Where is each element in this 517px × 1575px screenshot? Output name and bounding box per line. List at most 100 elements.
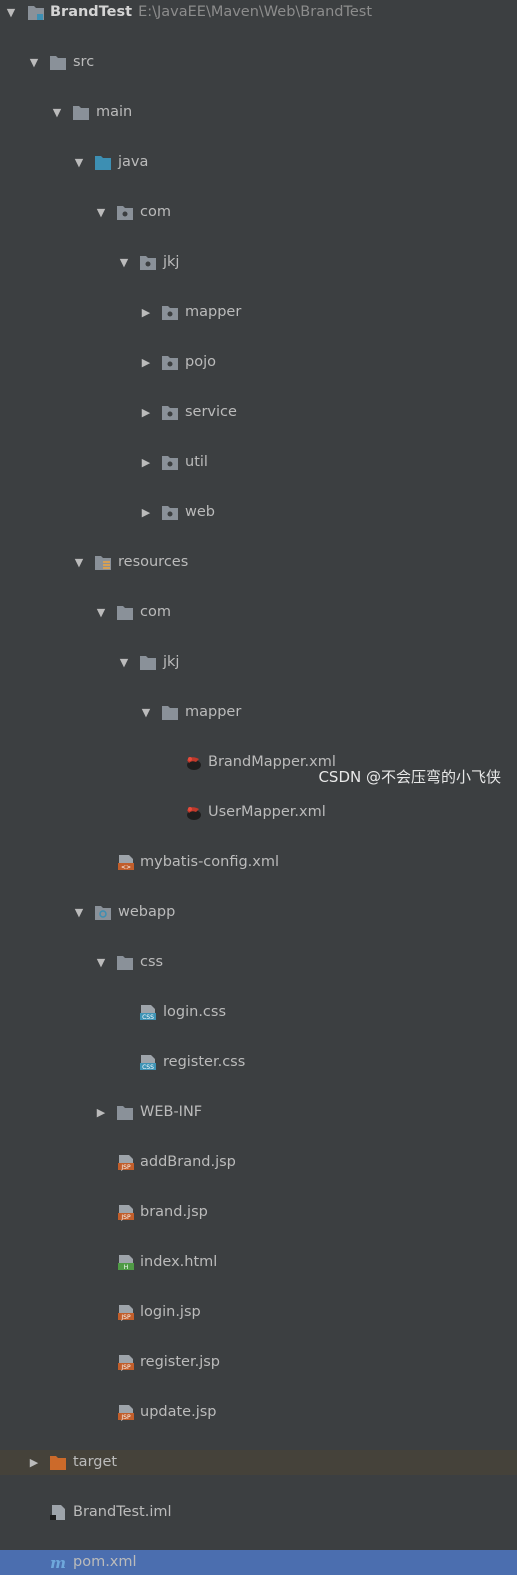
chevron-right-icon[interactable]: ▶ — [29, 1456, 39, 1469]
tree-node-java[interactable]: ▼ java — [0, 150, 517, 175]
css-file-icon: CSS — [140, 1055, 156, 1071]
tree-label: resources — [118, 554, 189, 570]
package-icon — [162, 306, 178, 320]
tree-node-main[interactable]: ▼ main — [0, 100, 517, 125]
tree-node-service[interactable]: ▶ service — [0, 400, 517, 425]
tree-label: register.jsp — [140, 1354, 220, 1370]
package-icon — [162, 456, 178, 470]
chevron-down-icon[interactable]: ▼ — [74, 906, 84, 919]
module-file-icon — [50, 1505, 65, 1520]
tree-node-pojo[interactable]: ▶ pojo — [0, 350, 517, 375]
chevron-right-icon[interactable]: ▶ — [141, 456, 151, 469]
tree-label: target — [73, 1454, 118, 1470]
tree-node-resources-com[interactable]: ▼ com — [0, 600, 517, 625]
tree-label: WEB-INF — [140, 1104, 203, 1120]
folder-icon — [50, 56, 66, 70]
tree-node-pom-xml[interactable]: m pom.xml — [0, 1550, 517, 1575]
tree-node-mybatis-config[interactable]: <> mybatis-config.xml — [0, 850, 517, 875]
source-folder-icon — [95, 156, 111, 170]
svg-text:JSP: JSP — [120, 1314, 131, 1321]
tree-label: BrandTest.iml — [73, 1504, 172, 1520]
tree-node-update-jsp[interactable]: JSP update.jsp — [0, 1400, 517, 1425]
chevron-right-icon[interactable]: ▶ — [141, 356, 151, 369]
chevron-down-icon[interactable]: ▼ — [96, 606, 106, 619]
jsp-file-icon: JSP — [118, 1305, 134, 1321]
chevron-right-icon[interactable]: ▶ — [96, 1106, 106, 1119]
excluded-folder-icon — [50, 1456, 66, 1470]
chevron-right-icon[interactable]: ▶ — [141, 306, 151, 319]
tree-label: com — [140, 604, 171, 620]
chevron-down-icon[interactable]: ▼ — [96, 206, 106, 219]
tree-label: web — [185, 504, 215, 520]
tree-node-brandtest-iml[interactable]: BrandTest.iml — [0, 1500, 517, 1525]
tree-node-usermapper-xml[interactable]: UserMapper.xml — [0, 800, 517, 825]
tree-label: css — [140, 954, 164, 970]
folder-icon — [117, 956, 133, 970]
package-icon — [162, 356, 178, 370]
chevron-down-icon[interactable]: ▼ — [29, 56, 39, 69]
tree-node-login-jsp[interactable]: JSP login.jsp — [0, 1300, 517, 1325]
jsp-file-icon: JSP — [118, 1205, 134, 1221]
module-folder-icon — [28, 6, 44, 20]
tree-node-webapp[interactable]: ▼ webapp — [0, 900, 517, 925]
tree-node-target[interactable]: ▶ target — [0, 1450, 517, 1475]
tree-node-resources-mapper[interactable]: ▼ mapper — [0, 700, 517, 725]
chevron-down-icon[interactable]: ▼ — [96, 956, 106, 969]
tree-node-util[interactable]: ▶ util — [0, 450, 517, 475]
folder-icon — [73, 106, 89, 120]
chevron-down-icon[interactable]: ▼ — [74, 156, 84, 169]
tree-label: com — [140, 204, 171, 220]
tree-label: main — [96, 104, 133, 120]
project-path: E:\JavaEE\Maven\Web\BrandTest — [138, 4, 373, 20]
folder-icon — [140, 656, 156, 670]
tree-node-register-jsp[interactable]: JSP register.jsp — [0, 1350, 517, 1375]
package-icon — [140, 256, 156, 270]
svg-text:CSS: CSS — [142, 1064, 154, 1071]
chevron-down-icon[interactable]: ▼ — [6, 6, 16, 19]
tree-node-resources[interactable]: ▼ resources — [0, 550, 517, 575]
tree-node-index-html[interactable]: H index.html — [0, 1250, 517, 1275]
tree-node-web[interactable]: ▶ web — [0, 500, 517, 525]
svg-text:H: H — [124, 1264, 129, 1271]
mybatis-file-icon — [187, 807, 201, 820]
mybatis-file-icon — [187, 757, 201, 770]
css-file-icon: CSS — [140, 1005, 156, 1021]
tree-node-login-css[interactable]: CSS login.css — [0, 1000, 517, 1025]
chevron-down-icon[interactable]: ▼ — [119, 656, 129, 669]
tree-label: brand.jsp — [140, 1204, 208, 1220]
tree-label: service — [185, 404, 237, 420]
svg-text:JSP: JSP — [120, 1414, 131, 1421]
chevron-down-icon[interactable]: ▼ — [119, 256, 129, 269]
tree-label: mapper — [185, 304, 242, 320]
svg-text:JSP: JSP — [120, 1364, 131, 1371]
tree-label: addBrand.jsp — [140, 1154, 236, 1170]
svg-text:<>: <> — [121, 864, 131, 871]
tree-node-com[interactable]: ▼ com — [0, 200, 517, 225]
chevron-down-icon[interactable]: ▼ — [141, 706, 151, 719]
tree-label: pom.xml — [73, 1554, 137, 1570]
chevron-down-icon[interactable]: ▼ — [52, 106, 62, 119]
tree-node-resources-jkj[interactable]: ▼ jkj — [0, 650, 517, 675]
chevron-down-icon[interactable]: ▼ — [74, 556, 84, 569]
jsp-file-icon: JSP — [118, 1355, 134, 1371]
tree-node-css[interactable]: ▼ css — [0, 950, 517, 975]
package-icon — [117, 206, 133, 220]
tree-node-brandmapper-xml[interactable]: BrandMapper.xml — [0, 750, 517, 775]
chevron-right-icon[interactable]: ▶ — [141, 506, 151, 519]
tree-node-mapper[interactable]: ▶ mapper — [0, 300, 517, 325]
tree-node-src[interactable]: ▼ src — [0, 50, 517, 75]
jsp-file-icon: JSP — [118, 1405, 134, 1421]
tree-node-web-inf[interactable]: ▶ WEB-INF — [0, 1100, 517, 1125]
tree-label: register.css — [163, 1054, 246, 1070]
chevron-right-icon[interactable]: ▶ — [141, 406, 151, 419]
tree-node-addbrand-jsp[interactable]: JSP addBrand.jsp — [0, 1150, 517, 1175]
tree-node-register-css[interactable]: CSS register.css — [0, 1050, 517, 1075]
tree-label: login.jsp — [140, 1304, 201, 1320]
tree-node-brand-jsp[interactable]: JSP brand.jsp — [0, 1200, 517, 1225]
tree-node-jkj[interactable]: ▼ jkj — [0, 250, 517, 275]
tree-label: index.html — [140, 1254, 218, 1270]
watermark: CSDN @不会压弯的小飞侠 — [318, 768, 501, 786]
